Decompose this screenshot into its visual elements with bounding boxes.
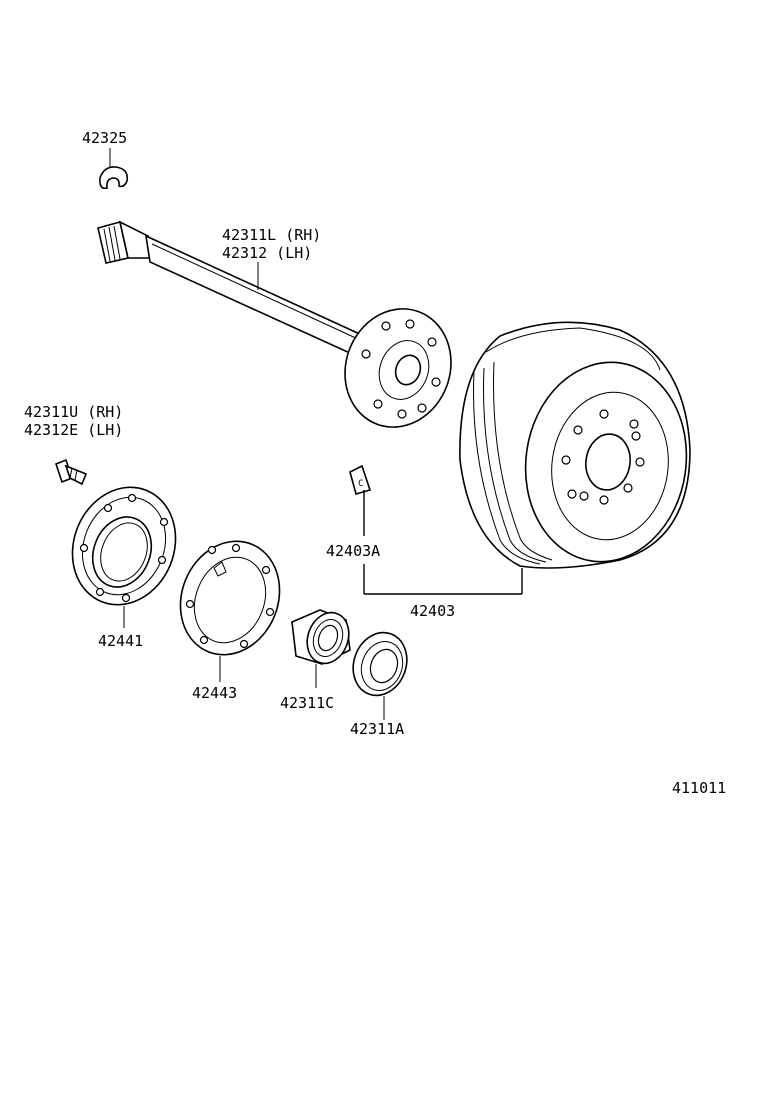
oil-seal-42311A	[352, 631, 408, 697]
bearing-42311C	[291, 609, 351, 665]
brake-drum-42403	[459, 321, 691, 569]
label-42403A: 42403A	[326, 542, 380, 560]
label-42311C: 42311C	[280, 694, 334, 712]
lock-clip-42325	[99, 148, 129, 190]
label-42311L: 42311L (RH)	[222, 226, 321, 244]
hub-bolt	[55, 458, 88, 486]
label-42403: 42403	[410, 602, 455, 620]
hole-plug-42403A: C	[349, 464, 372, 495]
label-42325: 42325	[82, 129, 127, 147]
group-bracket-42403	[363, 490, 523, 595]
label-42441: 42441	[98, 632, 143, 650]
label-42312E: 42312E (LH)	[24, 421, 123, 439]
label-42311A: 42311A	[350, 720, 404, 738]
drawing-number: 411011	[672, 779, 726, 797]
label-42312: 42312 (LH)	[222, 244, 312, 262]
bearing-retainer-42441	[71, 486, 177, 606]
axle-shaft	[97, 220, 452, 428]
label-42311U: 42311U (RH)	[24, 403, 123, 421]
label-42443: 42443	[192, 684, 237, 702]
gasket-42443	[179, 540, 281, 656]
svg-text:C: C	[358, 479, 363, 489]
